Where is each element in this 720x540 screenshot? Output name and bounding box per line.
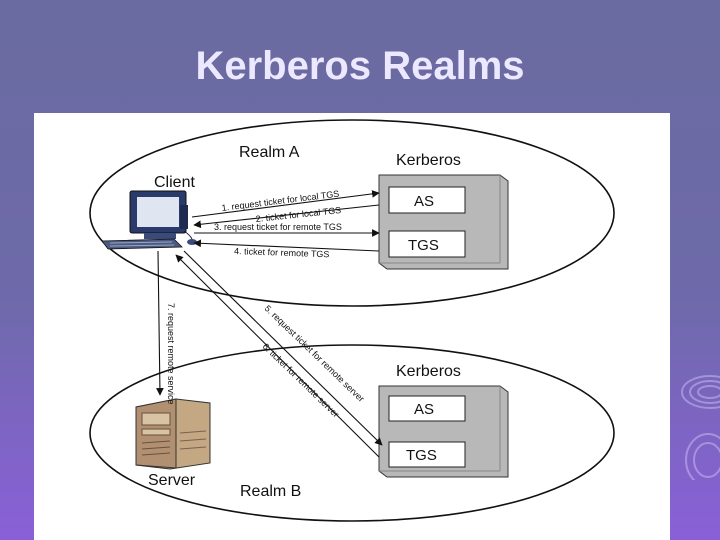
tgs-label-b: TGS <box>406 447 437 464</box>
swirl-decoration <box>681 375 720 480</box>
as-box-a <box>388 186 466 214</box>
as-label-a: AS <box>414 193 434 210</box>
arrow-2 <box>193 204 380 229</box>
arrow-7 <box>156 250 164 396</box>
realm-a-ellipse <box>89 119 615 307</box>
kerberos-diagram: Realm A Realm B Kerberos AS TGS Kerberos… <box>34 113 670 540</box>
server-label: Server <box>148 472 196 489</box>
message-3-label: 3. request ticket for remote TGS <box>214 222 342 232</box>
kerberos-server-a <box>378 174 509 270</box>
kerberos-label-b: Kerberos <box>396 363 461 380</box>
kerberos-label-a: Kerberos <box>396 152 461 169</box>
message-4-label: 4. ticket for remote TGS <box>234 246 330 259</box>
as-box-b <box>388 395 466 422</box>
server-tower-icon <box>135 398 211 470</box>
message-6-label: 6. ticket for remote server <box>261 341 341 419</box>
arrow-4 <box>193 239 380 252</box>
client-label: Client <box>154 174 195 191</box>
arrow-1 <box>191 190 380 218</box>
client-computer-icon <box>101 190 197 250</box>
arrow-6 <box>175 254 380 458</box>
realm-b-ellipse <box>89 344 615 522</box>
message-7-label: 7. request remote service <box>166 303 176 405</box>
realm-b-label: Realm B <box>240 483 301 500</box>
arrow-5 <box>183 250 383 446</box>
realm-a-label: Realm A <box>239 144 300 161</box>
kerberos-server-b <box>378 385 509 478</box>
as-label-b: AS <box>414 401 434 418</box>
tgs-box-b <box>388 441 466 468</box>
tgs-box-a <box>388 230 466 258</box>
tgs-label-a: TGS <box>408 237 439 254</box>
slide-title: Kerberos Realms <box>195 44 525 88</box>
